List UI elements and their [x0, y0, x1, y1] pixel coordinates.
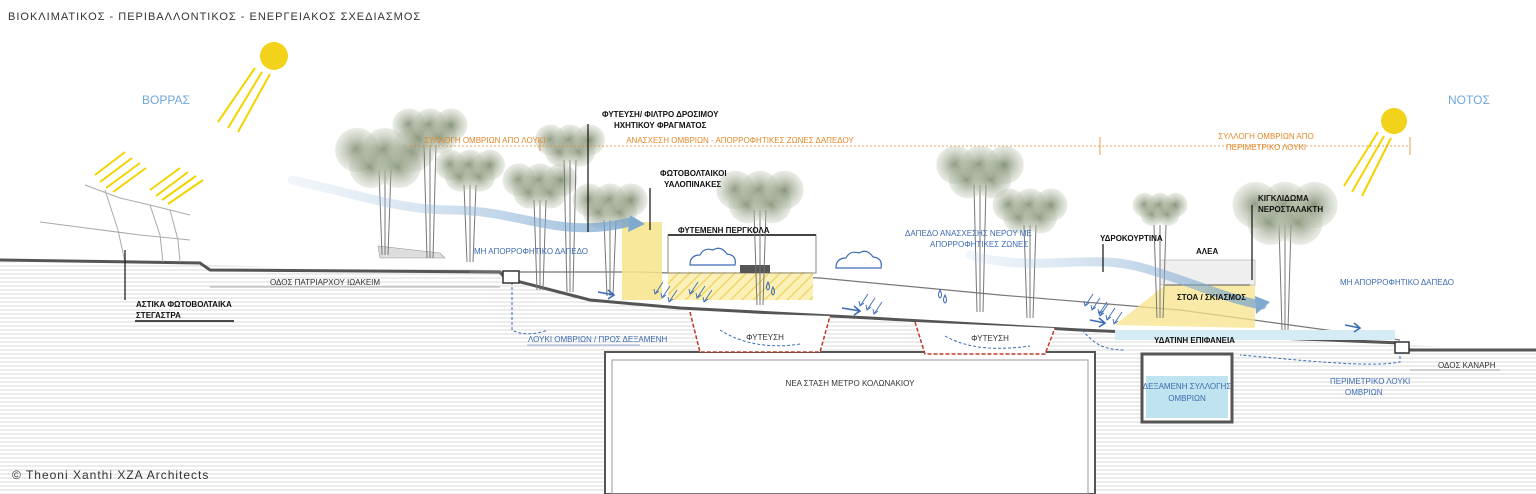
tree-icon: [936, 145, 1024, 313]
diagram-title: ΒΙΟΚΛΙΜΑΤΙΚΟΣ - ΠΕΡΙΒΑΛΛΟΝΤΙΚΟΣ - ΕΝΕΡΓΕ…: [8, 11, 421, 23]
pv-glass-label-1: ΦΩΤΟΒΟΛΤΑΙΚΟΙ: [660, 169, 727, 178]
tree-icon: [572, 183, 648, 297]
perimeter-gutter-label-2: ΟΜΒΡΙΩΝ: [1345, 388, 1383, 397]
pergola-hatch: [668, 272, 813, 300]
wind-arrow-2: [965, 250, 1267, 310]
gutter-to-tank-label: ΛΟΥΚΙ ΟΜΒΡΙΩΝ / ΠΡΟΣ ΔΕΞΑΜΕΝΗ: [528, 335, 668, 344]
pv-canopy: [39, 184, 191, 263]
floor-retention-label-1: ΔΑΠΕΔΟ ΑΝΑΣΧΕΣΗΣ ΝΕΡΟΥ ΜΕ: [905, 229, 1032, 238]
tree-icon: [716, 170, 804, 306]
sun-icon: [1343, 108, 1407, 197]
tank-label-2: ΟΜΒΡΙΩΝ: [1168, 394, 1206, 403]
wind-arrow-1: [287, 175, 635, 233]
gutter-north: [502, 270, 520, 284]
orange-label-middle: ΑΝΑΣΧΕΣΗ ΟΜΒΡΙΩΝ - ΑΠΟΡΡΟΦΗΤΙΚΕΣ ΖΩΝΕΣ Δ…: [626, 136, 854, 145]
water-flow-lines: [511, 282, 1401, 365]
tank-label-1: ΔΕΞΑΜΕΝΗ ΣΥΛΛΟΓΗΣ: [1143, 382, 1232, 391]
tree-icon: [992, 188, 1068, 319]
stoa-label: ΣΤΟΑ / ΣΚΙΑΣΜΟΣ: [1177, 293, 1246, 302]
north-label: ΒΟΡΡΑΣ: [142, 93, 190, 107]
tree-group: [335, 108, 1338, 331]
orange-label-right-1: ΣΥΛΛΟΓΗ ΟΜΒΡΙΩΝ ΑΠΟ: [1218, 132, 1314, 141]
planter-1: [689, 311, 831, 353]
railing-label-2: ΝΕΡΟΣΤΑΛΑΚΤΗ: [1258, 205, 1323, 214]
water-curtain-label: ΥΔΡΟΚΟΥΡΤΙΝΑ: [1100, 234, 1163, 243]
tree-icon: [435, 149, 505, 263]
planting-1-label: ΦΥΤΕΥΣΗ: [746, 333, 784, 342]
tree-icon: [1132, 192, 1188, 319]
credit: © Theoni Xanthi XZA Architects: [12, 468, 209, 482]
cloud-icon: [835, 250, 882, 269]
metro-label: ΝΕΑ ΣΤΑΣΗ ΜΕΤΡΟ ΚΟΛΩΝΑΚΙΟΥ: [786, 379, 916, 388]
south-label: ΝΟΤΟΣ: [1448, 93, 1490, 107]
gutter-south: [1394, 341, 1410, 354]
orange-label-left: ΣΥΛΛΟΓΗ ΟΜΒΡΙΩΝ ΑΠΟ ΛΟΥΚΙ: [424, 136, 545, 145]
planting-2-label: ΦΥΤΕΥΣΗ: [971, 334, 1009, 343]
pv-canopy-label-1: ΑΣΤΙΚΑ ΦΩΤΟΒΟΛΤΑΙΚΑ: [136, 300, 232, 309]
pv-glass: [622, 222, 662, 300]
tree-icon: [392, 108, 468, 259]
flow-arrows: [597, 289, 1362, 333]
infiltration-arrows: [653, 281, 1123, 325]
street-right-label: ΟΔΟΣ ΚΑΝΑΡΗ: [1438, 361, 1496, 370]
water-surface: [1115, 330, 1395, 340]
floor-retention-label-2: ΑΠΟΡΡΟΦΗΤΙΚΕΣ ΖΩΝΕΣ: [930, 240, 1028, 249]
metro-station: [604, 351, 1096, 494]
pv-canopy-label-2: ΣΤΕΓΑΣΤΡΑ: [136, 311, 181, 320]
water-surface-label: ΥΔΑΤΙΝΗ ΕΠΙΦΑΝΕΙΑ: [1154, 336, 1235, 345]
tree-icon: [535, 124, 605, 293]
orange-label-right-2: ΠΕΡΙΜΕΤΡΙΚΟ ΛΟΥΚΙ: [1226, 143, 1306, 152]
non-absorbent-floor-left: ΜΗ ΑΠΟΡΡΟΦΗΤΙΚΟ ΔΑΠΕΔΟ: [474, 247, 588, 256]
street-left-label: ΟΔΟΣ ΠΑΤΡΙΑΡΧΟΥ ΙΩΑΚΕΙΜ: [270, 278, 380, 287]
planting-filter-label-2: ΗΧΗΤΙΚΟΥ ΦΡΑΓΜΑΤΟΣ: [614, 121, 707, 130]
bench: [377, 245, 446, 259]
pv-sun-rays: [94, 151, 204, 205]
pergola-label: ΦΥΤΕΜΕΝΗ ΠΕΡΓΚΟΛΑ: [678, 226, 770, 235]
sun-icon: [217, 42, 288, 133]
railing-label-1: ΚΙΓΚΛΙΔΩΜΑ: [1258, 194, 1309, 203]
planting-filter-label-1: ΦΥΤΕΥΣΗ/ ΦΙΛΤΡΟ ΔΡΟΣΙΜΟΥ: [602, 110, 719, 119]
pv-glass-label-2: ΥΑΛΟΠΙΝΑΚΕΣ: [664, 180, 721, 189]
planter-2: [914, 321, 1056, 355]
perimeter-gutter-label-1: ΠΕΡΙΜΕΤΡΙΚΟ ΛΟΥΚΙ: [1330, 377, 1410, 386]
raindrop-icon: [766, 280, 947, 304]
orange-dimension: [410, 137, 1411, 155]
non-absorbent-floor-right: ΜΗ ΑΠΟΡΡΟΦΗΤΙΚΟ ΔΑΠΕΔΟ: [1340, 278, 1454, 287]
alea-label: ΑΛΕΑ: [1196, 247, 1218, 256]
cloud-icon: [689, 247, 736, 266]
leader-lines: [124, 124, 1253, 300]
tree-icon: [1232, 181, 1338, 331]
tree-icon: [502, 163, 578, 291]
